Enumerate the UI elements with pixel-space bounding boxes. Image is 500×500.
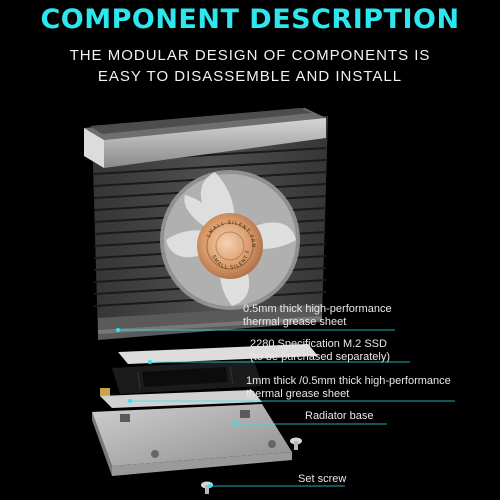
- set-screw-2: [201, 481, 213, 494]
- subtitle-line-2: EASY TO DISASSEMBLE AND INSTALL: [97, 68, 403, 85]
- callout-lines: [116, 327, 455, 488]
- heatsink-top-cover: [84, 108, 326, 168]
- page-title: COMPONENT DESCRIPTION: [40, 4, 460, 35]
- m2-ssd: [100, 360, 262, 396]
- callout-set-screw: Set screw: [298, 473, 347, 485]
- radiator-base: [92, 404, 292, 476]
- callout-ssd-line1: 2280 Specification M.2 SSD: [250, 338, 387, 350]
- callout-thermal-pad-bottom-line1: 1mm thick /0.5mm thick high-performance: [246, 375, 451, 387]
- subtitle-line-1: THE MODULAR DESIGN OF COMPONENTS IS: [69, 47, 431, 64]
- thermal-pad-top: [118, 344, 318, 364]
- callout-thermal-pad-bottom-line2: thermal grease sheet: [246, 388, 350, 400]
- set-screw-1: [290, 437, 302, 450]
- thermal-pad-bottom: [100, 390, 262, 408]
- callout-radiator-base: Radiator base: [305, 410, 374, 422]
- callout-thermal-pad-top-line2: thermal grease sheet: [243, 316, 347, 328]
- callout-thermal-pad-top-line1: 0.5mm thick high-performance: [243, 303, 392, 315]
- callout-ssd-line2: (to be purchased separately): [250, 351, 391, 363]
